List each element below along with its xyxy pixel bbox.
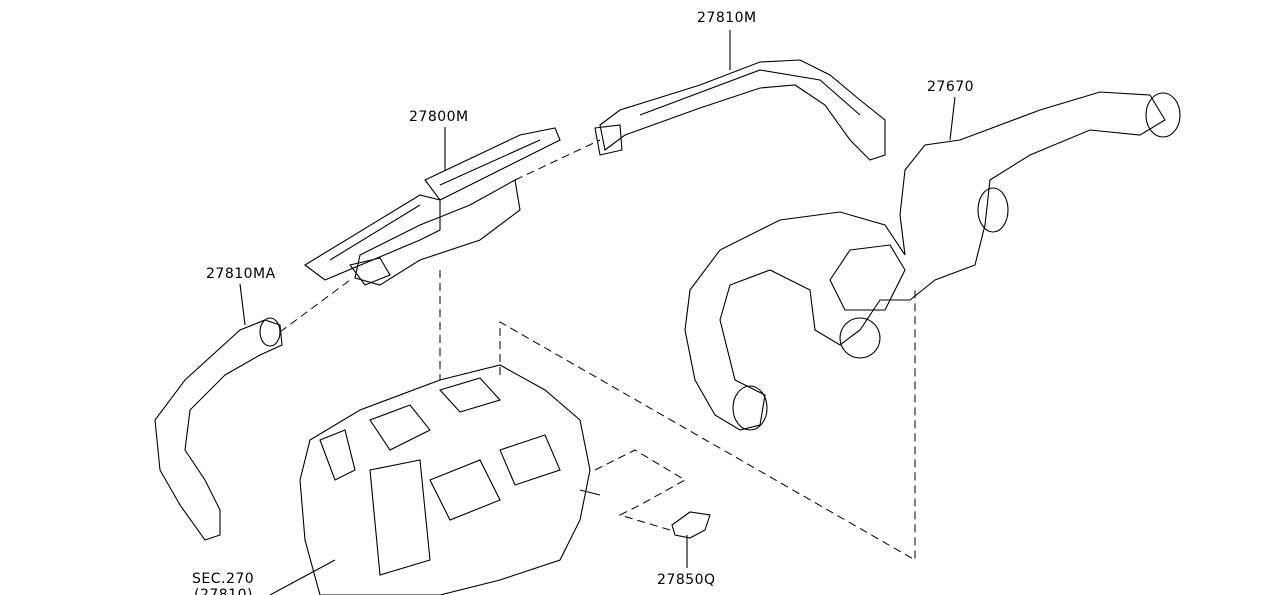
part-label-27850q: 27850Q [657, 572, 716, 588]
part-label-27810ma: 27810MA [206, 266, 276, 282]
section-reference-line1: SEC.270 [192, 571, 255, 587]
part-27850q-sensor [671, 511, 711, 539]
dashed-guides [279, 139, 916, 561]
part-label-27800m: 27800M [409, 109, 469, 125]
section-reference-line2: (27810) [194, 587, 253, 595]
heater-unit [299, 364, 601, 595]
leader-lines [239, 30, 956, 595]
part-label-27670: 27670 [927, 79, 975, 95]
part-27800m-grille [304, 127, 561, 286]
part-27810m-duct [594, 59, 886, 161]
part-27670-duct [684, 91, 1181, 431]
part-27810ma-duct [154, 317, 283, 541]
part-label-27810m: 27810M [697, 10, 757, 26]
